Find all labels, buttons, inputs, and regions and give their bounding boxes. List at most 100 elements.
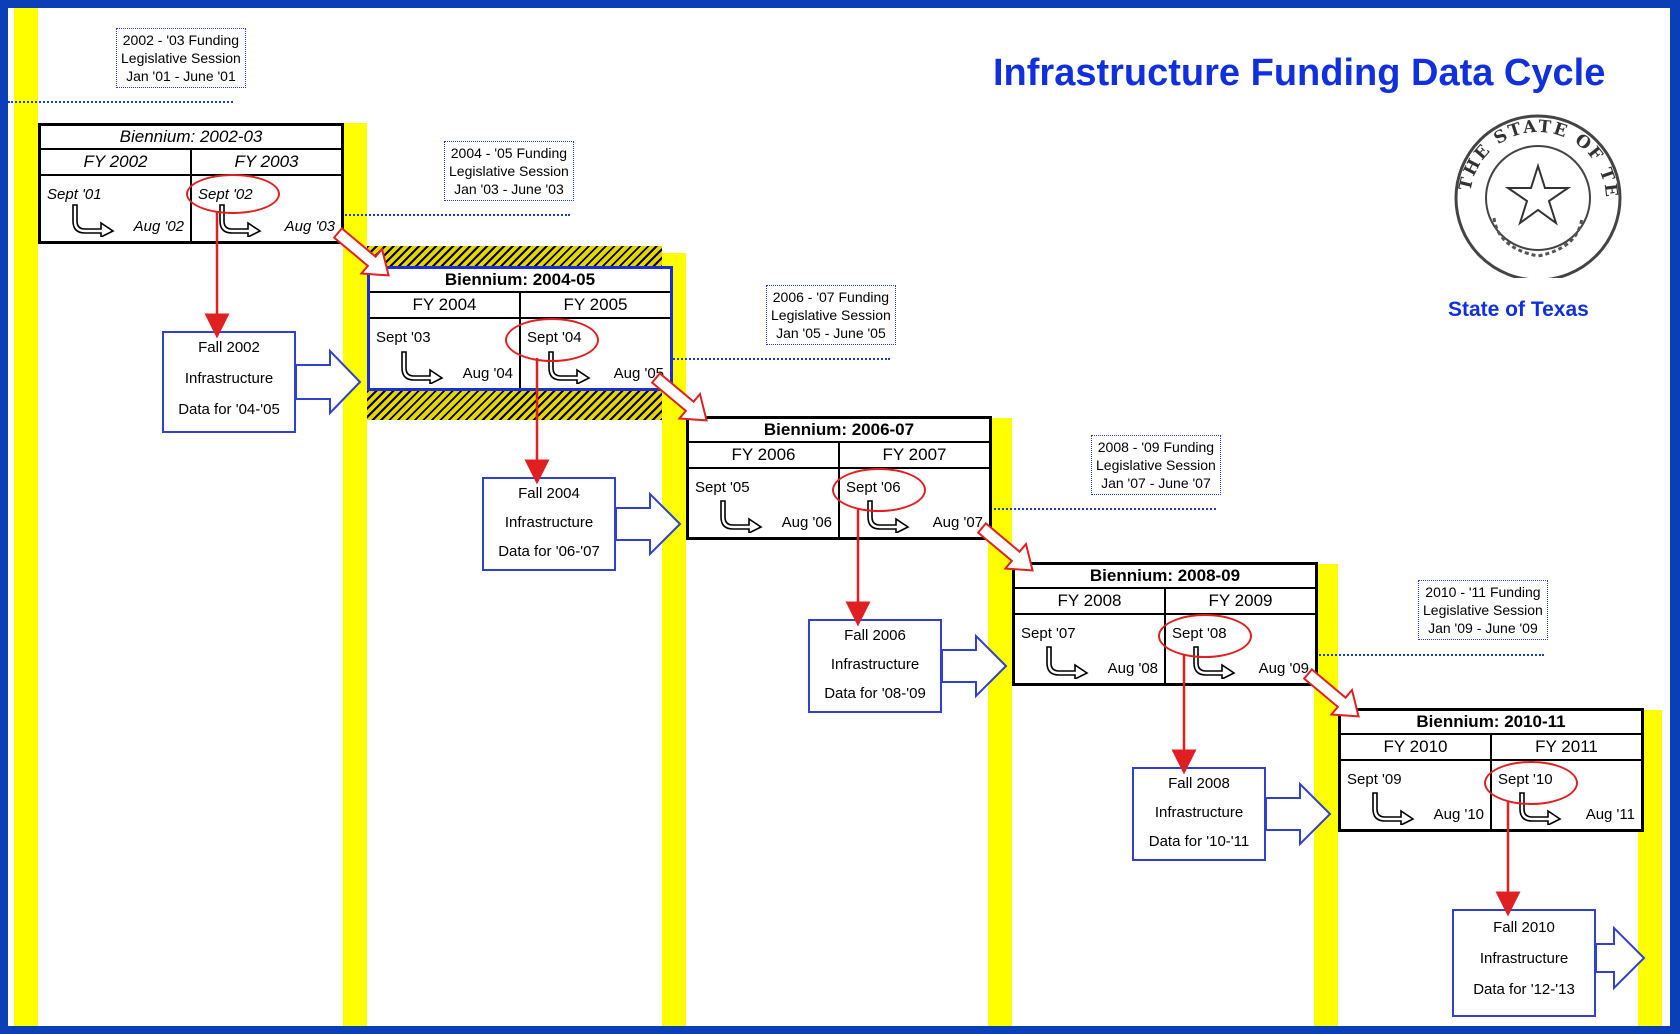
session-leader-1 [8, 101, 233, 103]
fall-line: Data for '04-'05 [178, 401, 280, 418]
biennium-box-2008-09: Biennium: 2008-09 FY 2008 FY 2009 Sept '0… [1012, 562, 1318, 686]
transition-arrow [1302, 667, 1360, 718]
transition-arrow [332, 226, 390, 277]
fall-line: Infrastructure [1154, 804, 1244, 821]
fiscal-year-label: FY 2004 [370, 293, 521, 317]
end-label: Aug '10 [1433, 806, 1484, 823]
biennium-title: Biennium: 2008-09 [1015, 565, 1315, 589]
start-label: Sept '01 [47, 186, 102, 203]
session-line: Jan '05 - June '05 [776, 325, 886, 341]
highlight-circle [186, 174, 280, 214]
end-label: Aug '11 [1585, 806, 1635, 823]
fall-data-box-2004: Fall 2004 Infrastructure Data for '06-'0… [482, 477, 616, 571]
fall-line: Data for '12-'13 [1473, 981, 1575, 998]
start-label: Sept '03 [376, 329, 431, 346]
u-turn-arrow-icon [219, 204, 262, 237]
u-turn-arrow-icon [1372, 792, 1415, 825]
u-turn-arrow-icon [1046, 646, 1089, 679]
fall-data-box-2010: Fall 2010 Infrastructure Data for '12-'1… [1452, 909, 1596, 1017]
end-label: Aug '08 [1107, 660, 1158, 677]
session-line: Legislative Session [449, 163, 569, 179]
session-line: Jan '03 - June '03 [454, 181, 564, 197]
fall-line: Fall 2004 [518, 485, 580, 502]
biennium-title: Biennium: 2006-07 [689, 419, 989, 443]
session-line: Legislative Session [1423, 602, 1543, 618]
u-turn-arrow-icon [548, 351, 591, 384]
u-turn-arrow-icon [401, 351, 444, 384]
biennium-box-2002-03: Biennium: 2002-03 FY 2002 FY 2003 Sept '0… [38, 123, 344, 244]
biennium-title: Biennium: 2010-11 [1341, 711, 1641, 735]
start-label: Sept '09 [1347, 771, 1402, 788]
fiscal-year-label: FY 2008 [1015, 589, 1166, 613]
fall-line: Data for '08-'09 [824, 685, 926, 702]
session-box-5: 2010 - '11 Funding Legislative Session J… [1418, 580, 1548, 640]
session-leader-4 [926, 508, 1216, 510]
session-line: Legislative Session [121, 50, 241, 66]
highlight-circle [1158, 614, 1252, 658]
session-line: Legislative Session [771, 307, 891, 323]
end-label: Aug '05 [613, 365, 664, 382]
end-label: Aug '02 [133, 218, 184, 235]
yellow-band-5 [1314, 564, 1338, 1026]
fall-data-box-2006: Fall 2006 Infrastructure Data for '08-'0… [808, 619, 942, 713]
session-line: 2008 - '09 Funding [1097, 439, 1215, 455]
session-leader-2 [278, 214, 570, 216]
fall-line: Infrastructure [184, 370, 274, 387]
fall-line: Fall 2002 [198, 339, 260, 356]
fiscal-year-label: FY 2006 [689, 443, 840, 467]
session-line: Jan '09 - June '09 [1428, 620, 1538, 636]
session-leader-3 [598, 358, 890, 360]
blue-block-arrow [1595, 925, 1646, 991]
session-line: 2004 - '05 Funding [450, 145, 568, 161]
u-turn-arrow-icon [72, 204, 115, 237]
blue-block-arrow [941, 633, 1008, 699]
session-box-2: 2004 - '05 Funding Legislative Session J… [444, 141, 574, 201]
fall-line: Data for '10-'11 [1148, 833, 1250, 850]
session-leader-5 [1252, 654, 1544, 656]
u-turn-arrow-icon [1193, 646, 1236, 679]
highlight-circle [832, 468, 926, 512]
seal-label: State of Texas [1448, 298, 1589, 321]
fiscal-year-label: FY 2009 [1208, 591, 1273, 610]
yellow-band-1 [14, 8, 38, 1026]
end-label: Aug '04 [462, 365, 513, 382]
fiscal-year-label: FY 2002 [41, 150, 192, 174]
fiscal-year-label: FY 2010 [1341, 735, 1492, 759]
page-title: Infrastructure Funding Data Cycle [993, 52, 1606, 94]
fall-data-box-2002: Fall 2002 Infrastructure Data for '04-'0… [162, 331, 296, 433]
session-box-1: 2002 - '03 Funding Legislative Session J… [116, 28, 246, 88]
fall-line: Fall 2010 [1493, 919, 1555, 936]
session-box-4: 2008 - '09 Funding Legislative Session J… [1091, 435, 1221, 495]
arrows-layer [204, 211, 1646, 991]
fall-line: Fall 2008 [1168, 775, 1230, 792]
session-line: Legislative Session [1096, 457, 1216, 473]
session-line: 2006 - '07 Funding [772, 289, 890, 305]
u-turn-arrow-icon [720, 500, 763, 533]
session-line: Jan '07 - June '07 [1101, 475, 1211, 491]
fiscal-year-label: FY 2007 [882, 445, 947, 464]
fall-line: Fall 2006 [844, 627, 906, 644]
blue-block-arrow [295, 348, 362, 416]
fiscal-year-label: FY 2003 [234, 152, 299, 171]
biennium-title: Biennium: 2002-03 [41, 126, 341, 150]
end-label: Aug '09 [1258, 660, 1309, 677]
transition-arrow [976, 521, 1034, 572]
fiscal-year-label: FY 2005 [563, 295, 628, 314]
end-label: Aug '07 [932, 514, 983, 531]
blue-block-arrow [615, 491, 682, 557]
fall-line: Infrastructure [504, 514, 594, 531]
state-seal-icon: THE STATE OF TEXAS [1448, 108, 1622, 278]
blue-block-arrow [1265, 781, 1332, 847]
end-label: Aug '06 [781, 514, 832, 531]
session-box-3: 2006 - '07 Funding Legislative Session J… [766, 285, 896, 345]
end-label: Aug '03 [284, 218, 335, 235]
u-turn-arrow-icon [1519, 792, 1562, 825]
start-label: Sept '07 [1021, 625, 1076, 642]
transition-arrow [650, 371, 708, 422]
highlight-circle [505, 318, 599, 362]
diagram-canvas: Infrastructure Funding Data Cycle THE ST… [8, 8, 1670, 1026]
yellow-band-4 [988, 418, 1012, 1026]
fall-line: Data for '06-'07 [498, 543, 600, 560]
fall-line: Infrastructure [830, 656, 920, 673]
session-line: 2002 - '03 Funding [122, 32, 240, 48]
